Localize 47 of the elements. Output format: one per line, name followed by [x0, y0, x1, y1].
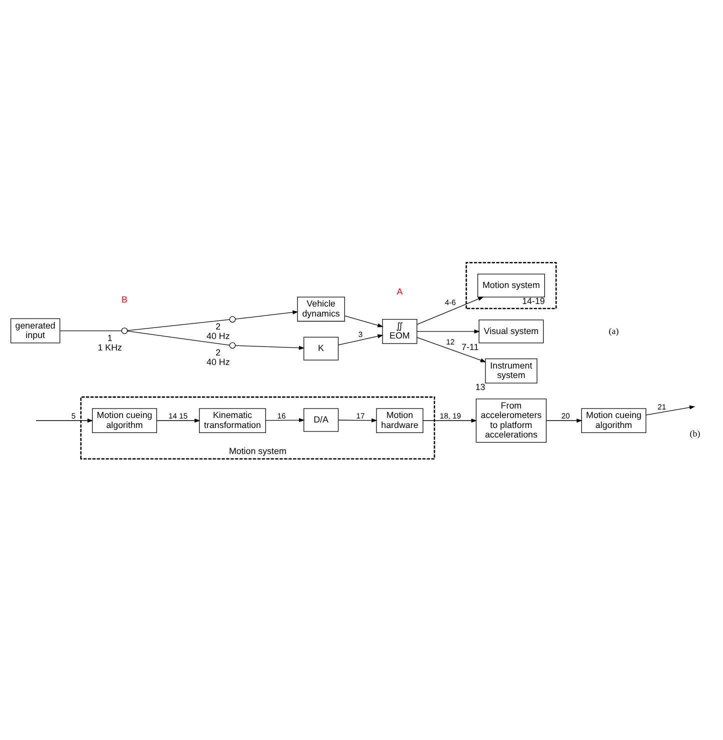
label: (b) — [690, 428, 700, 438]
node-label: 13 — [475, 382, 486, 392]
node-box: ∬ EOM — [382, 318, 418, 344]
connector — [127, 318, 230, 330]
node-switch — [121, 327, 128, 334]
node-box: generated input — [10, 318, 60, 343]
node-label: 14-19 — [522, 296, 545, 306]
arrow — [338, 418, 378, 422]
node-label: 1 KHz — [98, 342, 122, 352]
node-box: Motion cueing algorithm — [92, 408, 158, 433]
arrow — [416, 328, 480, 333]
node-label: 2 — [216, 346, 221, 357]
node-box: K — [304, 336, 339, 360]
node-box: Kinematic transformation — [199, 408, 266, 433]
node-box: Instrument system — [485, 358, 538, 383]
arrow — [416, 296, 484, 324]
node-label: 40 Hz — [206, 330, 230, 340]
node-box: Visual system — [478, 319, 544, 343]
arrow — [416, 336, 486, 362]
label: (a) — [608, 325, 619, 336]
arrow — [36, 418, 94, 422]
arrow — [265, 418, 305, 422]
connector — [60, 330, 122, 331]
node-switch — [229, 342, 236, 348]
arrow — [546, 418, 582, 422]
arrow — [235, 310, 298, 319]
node-box: Motion hardware — [376, 408, 424, 433]
node-label: 40 Hz — [206, 356, 230, 367]
cluster — [466, 262, 557, 309]
node-switch — [229, 316, 236, 322]
arrow — [422, 418, 477, 422]
node-box: From accelerometers to platform accelerations — [476, 398, 547, 442]
label: A — [396, 286, 403, 296]
arrow — [646, 404, 696, 415]
node-box: Motion cueing algorithm — [581, 408, 646, 433]
node-label: 1 — [107, 332, 112, 342]
node-label: 7-11 — [462, 342, 479, 352]
node-box: D/A — [304, 408, 339, 432]
node-label: 2 — [216, 320, 221, 331]
label: B — [122, 294, 128, 304]
node-box: Vehicle dynamics — [297, 296, 345, 322]
arrow — [344, 314, 384, 327]
arrow — [235, 344, 305, 350]
arrow — [156, 418, 200, 422]
node-box: Motion system — [477, 273, 545, 297]
arrow — [338, 334, 384, 345]
connector — [127, 330, 230, 345]
